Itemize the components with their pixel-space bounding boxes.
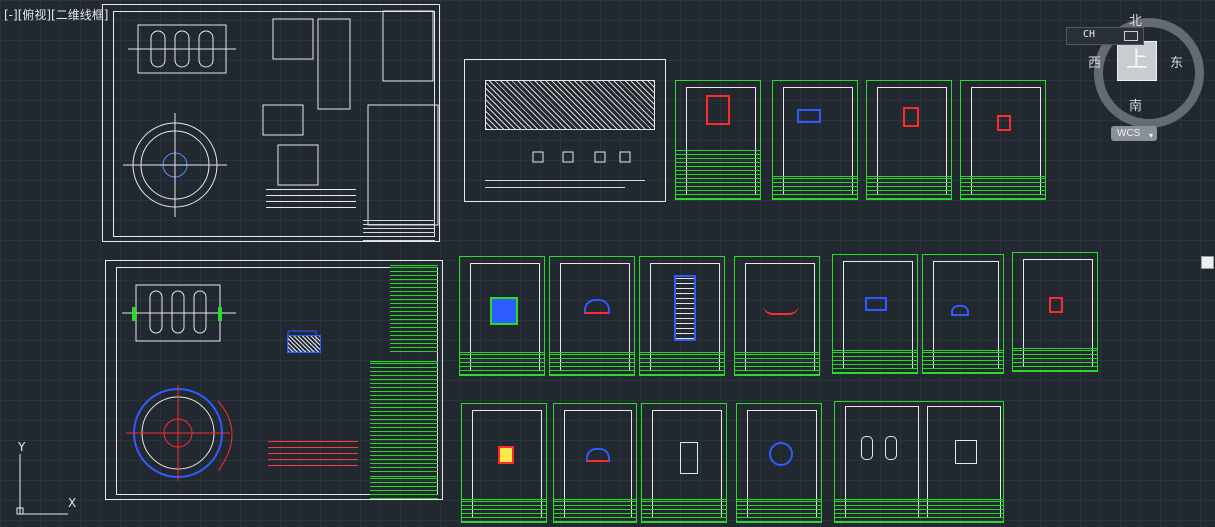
drawing-sheet-detail[interactable] <box>832 254 918 374</box>
drawing-sheet-detail[interactable] <box>675 80 761 200</box>
title-block <box>676 150 760 199</box>
detail-mark <box>680 442 698 474</box>
wcs-label: WCS <box>1117 128 1141 139</box>
detail-mark <box>797 109 821 123</box>
compass-north[interactable]: 北 <box>1129 14 1143 29</box>
scrollbar-thumb[interactable] <box>1201 256 1214 269</box>
ucs-y-label: Y <box>18 440 26 454</box>
drawing-sheet-assembly-bottom[interactable] <box>105 260 443 500</box>
compass-west[interactable]: 西 <box>1088 56 1102 71</box>
drawing-sheet-detail[interactable] <box>1012 252 1098 372</box>
detail-mark <box>1049 297 1063 313</box>
drawing-sheet-detail[interactable] <box>866 80 952 200</box>
detail-mark <box>763 305 799 315</box>
title-block <box>737 499 821 522</box>
detail-mark <box>903 107 919 127</box>
drawing-sheet-detail[interactable] <box>734 256 820 376</box>
drawing-sheet-detail[interactable] <box>772 80 858 200</box>
viewcube-top-face[interactable]: 上 <box>1117 41 1157 81</box>
detail-mark <box>584 299 610 314</box>
detail-mark <box>769 442 793 466</box>
compass-ring[interactable] <box>1094 18 1204 128</box>
parts-list-table <box>370 361 438 472</box>
drawing-sheet-plate[interactable] <box>464 59 666 202</box>
compass-east[interactable]: 东 <box>1170 56 1184 71</box>
chevron-down-icon: ▾ <box>1148 131 1153 140</box>
detail-mark <box>997 115 1011 131</box>
title-block <box>640 352 724 375</box>
title-block <box>642 499 726 522</box>
hatched-plate <box>485 80 655 130</box>
title-block <box>961 176 1045 199</box>
keyboard-icon <box>1124 31 1138 41</box>
ch-label: CH <box>1083 29 1096 40</box>
detail-mark <box>885 436 897 460</box>
detail-mark <box>674 275 696 341</box>
title-block <box>773 176 857 199</box>
drawing-sheet-detail-wide[interactable] <box>834 401 1004 523</box>
drawing-sheet-detail[interactable] <box>549 256 635 376</box>
drawing-sheet-detail[interactable] <box>922 254 1004 374</box>
detail-mark <box>861 436 873 460</box>
input-language-indicator[interactable]: CH <box>1066 27 1144 45</box>
title-block <box>923 350 1003 373</box>
title-block <box>462 499 546 522</box>
drawing-sheet-assembly-top[interactable] <box>102 4 440 242</box>
drawing-sheet-detail[interactable] <box>641 403 727 523</box>
detail-mark <box>498 446 514 464</box>
hatched-part <box>287 335 321 353</box>
detail-mark <box>865 297 887 311</box>
drawing-sheet-detail[interactable] <box>639 256 725 376</box>
title-block <box>1013 348 1097 371</box>
detail-mark <box>951 305 969 316</box>
ucs-axes <box>16 454 68 515</box>
title-block <box>554 499 636 522</box>
ucs-icon: Y X <box>10 440 80 518</box>
assembly-drawing-top <box>123 10 439 226</box>
drawing-sheet-detail[interactable] <box>461 403 547 523</box>
title-block <box>835 499 1003 522</box>
drawing-sheet-detail[interactable] <box>459 256 545 376</box>
drawing-sheet-detail[interactable] <box>960 80 1046 200</box>
title-block <box>867 176 951 199</box>
title-block <box>460 352 544 375</box>
detail-mark <box>706 95 730 125</box>
plate-details <box>485 151 645 188</box>
parts-table <box>390 265 438 352</box>
compass-south[interactable]: 南 <box>1129 99 1143 114</box>
title-block <box>833 350 917 373</box>
detail-mark <box>490 297 518 325</box>
drawing-sheet-detail[interactable] <box>736 403 822 523</box>
title-block <box>550 352 634 375</box>
sheet-frame <box>113 11 435 237</box>
drawing-sheet-detail[interactable] <box>553 403 637 523</box>
title-block <box>363 220 435 241</box>
wcs-menu[interactable]: WCS ▾ <box>1111 126 1157 141</box>
ucs-x-label: X <box>68 496 77 510</box>
detail-mark <box>955 440 977 464</box>
title-block <box>735 352 819 375</box>
viewport-label[interactable]: [-][俯视][二维线框] <box>4 8 109 22</box>
detail-mark <box>586 448 610 462</box>
title-block <box>370 476 438 499</box>
